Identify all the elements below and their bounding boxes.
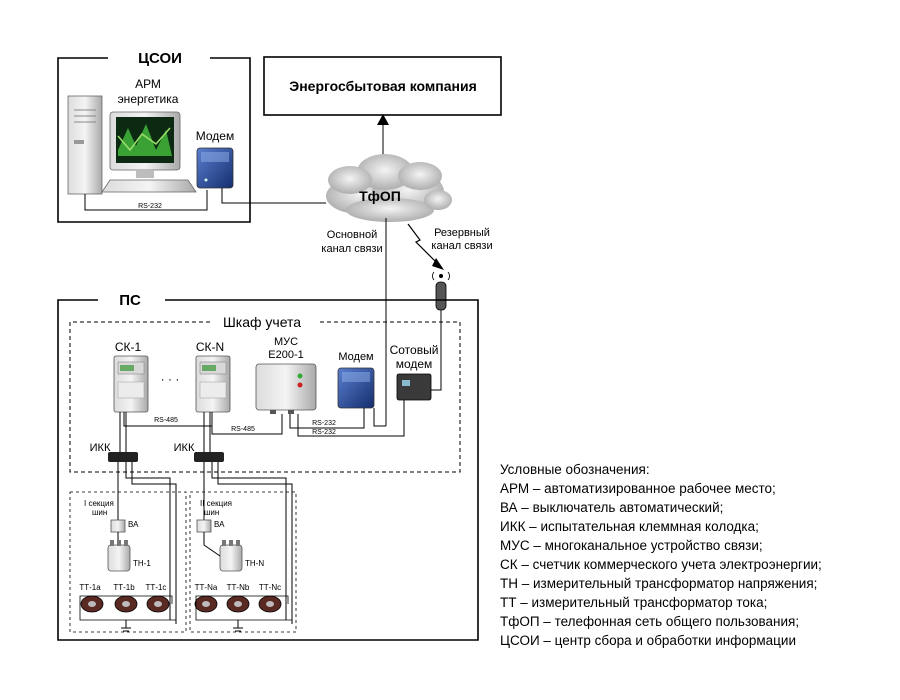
computer-tower-icon — [67, 95, 103, 195]
section-2-label-line2: шин — [204, 508, 219, 517]
ps-title: ПС — [119, 292, 141, 309]
current-transformer-icon — [146, 595, 170, 613]
current-transformer-icon — [258, 595, 282, 613]
main-channel-line1: Основной — [327, 229, 377, 241]
cloud-icon — [326, 154, 452, 222]
mus-label-line2: Е200-1 — [268, 349, 303, 361]
legend: Условные обозначения: АРМ – автоматизиро… — [500, 460, 890, 650]
current-transformer-icon — [226, 595, 250, 613]
va-2-label: ВА — [214, 520, 225, 529]
modem-icon — [337, 367, 375, 409]
antenna-icon — [432, 271, 450, 311]
breaker-icon — [196, 519, 212, 533]
terminal-block-icon — [194, 452, 224, 462]
legend-item: АРМ – автоматизированное рабочее место; — [500, 481, 776, 496]
cabinet-box: Шкаф учета — [69, 314, 461, 473]
tt1c-label: ТТ-1с — [146, 583, 167, 592]
tt1b-label: ТТ-1b — [113, 583, 135, 592]
modem-top-label: Модем — [196, 129, 234, 143]
lightning-icon — [407, 223, 444, 270]
ttnb-label: ТТ-Nb — [227, 583, 250, 592]
cell-modem-label-line1: Сотовый — [390, 343, 439, 357]
rs485-b-label: RS-485 — [231, 426, 255, 433]
ps-box: ПС — [57, 292, 479, 641]
legend-item: ТфОП – телефонная сеть общего пользовани… — [500, 614, 800, 629]
modem-icon — [196, 147, 234, 189]
mus-label-line1: МУС — [274, 336, 298, 348]
legend-item: ТТ – измерительный трансформатор тока; — [500, 595, 768, 610]
voltage-transformer-icon — [219, 540, 243, 572]
arm-label-line2: энергетика — [118, 92, 179, 106]
meter-icon — [113, 355, 149, 413]
energy-company-label: Энергосбытовая компания — [289, 78, 476, 94]
legend-item: СК – счетчик коммерческого учета электро… — [500, 557, 822, 572]
tsoi-title: ЦСОИ — [138, 50, 182, 67]
tn1-label: ТН-1 — [133, 559, 151, 568]
ttnc-label: ТТ-Nс — [259, 583, 281, 592]
rs485-a-label: RS-485 — [154, 417, 178, 424]
skn-label: СК-N — [196, 340, 224, 354]
tsoi-box: ЦСОИ — [57, 50, 251, 223]
mus-device-icon — [255, 363, 317, 414]
modem-ps-label: Модем — [338, 351, 373, 363]
current-transformer-icon — [194, 595, 218, 613]
tfop-label: ТфОП — [359, 188, 401, 204]
section-1-box — [69, 491, 187, 633]
current-transformer-icon — [114, 595, 138, 613]
legend-item: ЦСОИ – центр сбора и обработки информаци… — [500, 633, 796, 648]
rs232-b-label: RS-232 — [312, 429, 336, 436]
reserve-channel-line2: канал связи — [431, 240, 492, 252]
main-channel-line2: канал связи — [321, 243, 382, 255]
ikk-1-label: ИКК — [90, 442, 111, 454]
current-transformer-icon — [80, 595, 104, 613]
section-1-label-line2: шин — [92, 508, 107, 517]
rs232-a-label: RS-232 — [312, 420, 336, 427]
energy-company-box: Энергосбытовая компания — [263, 56, 502, 116]
meter-icon — [195, 355, 231, 413]
legend-item: ТН – измерительный трансформатор напряже… — [500, 576, 818, 591]
section-2-box — [189, 491, 297, 633]
terminal-block-icon — [108, 452, 138, 462]
arm-label-line1: АРМ — [135, 77, 161, 91]
ttna-label: ТТ-Nа — [195, 583, 218, 592]
voltage-transformer-icon — [107, 540, 131, 572]
reserve-channel-line1: Резервный — [434, 227, 490, 239]
cabinet-title: Шкаф учета — [223, 314, 301, 330]
ground-icon — [121, 627, 131, 632]
ikk-2-label: ИКК — [174, 442, 195, 454]
tt1a-label: ТТ-1а — [79, 583, 101, 592]
breaker-icon — [110, 519, 126, 533]
legend-title: Условные обозначения: — [500, 462, 650, 477]
ground-icon — [233, 627, 243, 632]
tnn-label: ТН-N — [245, 559, 264, 568]
section-1-label-line1: I секция — [84, 499, 114, 508]
rs232-top-label: RS-232 — [138, 203, 162, 210]
va-1-label: ВА — [128, 520, 139, 529]
legend-item: МУС – многоканальное устройство связи; — [500, 538, 763, 553]
sk1-label: СК-1 — [115, 340, 142, 354]
meters-ellipsis: · · · — [161, 372, 180, 386]
cell-modem-icon — [396, 373, 432, 401]
monitor-icon — [101, 111, 197, 193]
section-2-label-line1: II секция — [200, 499, 232, 508]
legend-item: ИКК – испытательная клеммная колодка; — [500, 519, 759, 534]
cell-modem-label-line2: модем — [396, 357, 433, 371]
legend-item: ВА – выключатель автоматический; — [500, 500, 724, 515]
